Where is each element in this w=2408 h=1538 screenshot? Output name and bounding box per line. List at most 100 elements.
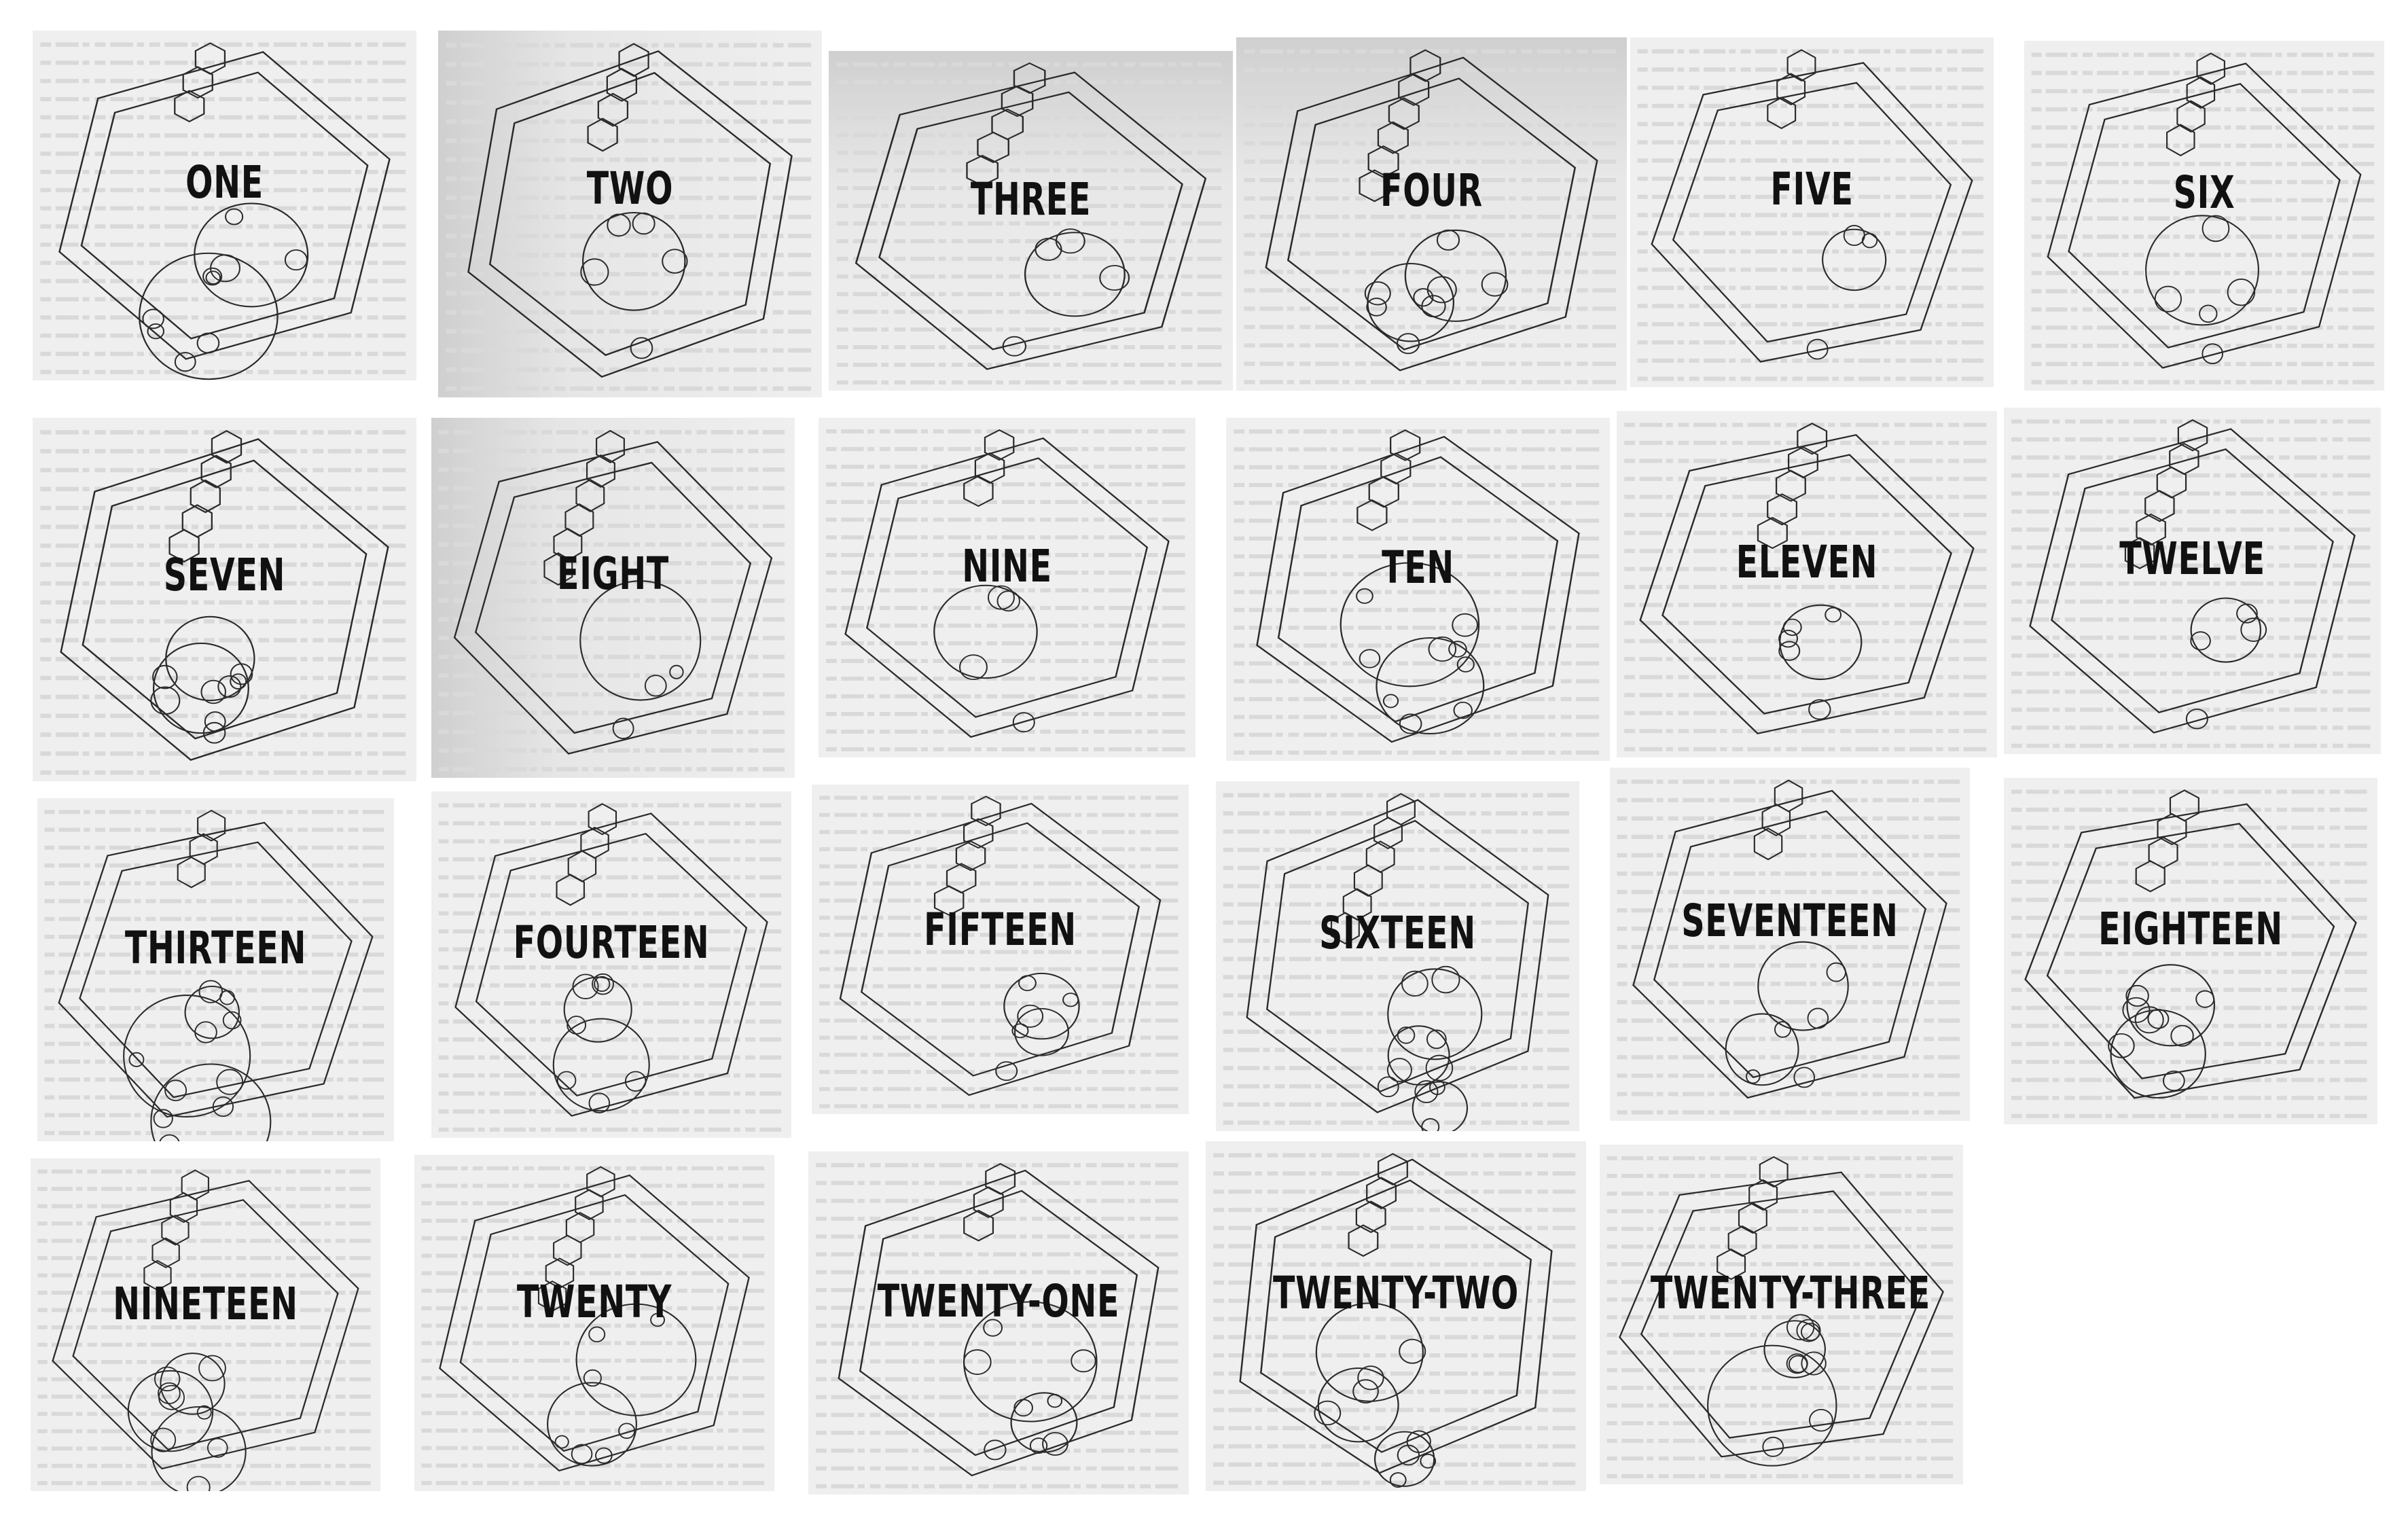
small-hexagon xyxy=(1755,828,1782,859)
small-circle xyxy=(589,1327,605,1342)
hexagon-chain xyxy=(1349,1154,1407,1256)
glyph-label: FIFTEEN xyxy=(865,904,1136,956)
small-hexagon xyxy=(1369,477,1399,507)
glyph-tile: THREE xyxy=(829,51,1233,391)
large-circle xyxy=(1375,1432,1434,1486)
glyph-label: FOUR xyxy=(1291,164,1573,217)
small-hexagon xyxy=(1797,423,1827,454)
glyph-label: TWENTY-THREE xyxy=(1651,1267,1912,1319)
glyph-label: NINE xyxy=(871,540,1143,592)
glyph-label: THIRTEEN xyxy=(88,922,344,974)
small-circle xyxy=(1452,614,1477,637)
large-circle xyxy=(2111,1010,2206,1098)
glyph-label: NINETEEN xyxy=(79,1278,331,1330)
large-circle xyxy=(151,1064,270,1141)
glyph-tile: NINETEEN xyxy=(31,1158,380,1491)
large-circle xyxy=(1015,1009,1068,1056)
small-hexagon xyxy=(576,480,604,512)
glyph-tile: THIRTEEN xyxy=(37,798,394,1141)
large-circle xyxy=(554,1019,649,1111)
glyph-tile: TEN xyxy=(1226,418,1610,761)
small-hexagon xyxy=(589,804,616,834)
hexagon-chain xyxy=(2167,54,2225,156)
glyph-label: TWENTY-ONE xyxy=(861,1275,1135,1327)
glyph-tile: NINE xyxy=(819,418,1196,757)
glyph-tile: EIGHT xyxy=(431,418,795,778)
small-hexagon xyxy=(596,431,624,463)
circle-cluster xyxy=(128,1353,246,1491)
small-circle xyxy=(1402,971,1428,996)
hexagon-chain xyxy=(557,804,616,905)
small-circle xyxy=(1801,1323,1820,1340)
glyph-tile: TWENTY-TWO xyxy=(1206,1141,1586,1491)
terminal-circle xyxy=(1763,1437,1783,1456)
small-circle xyxy=(556,1436,569,1448)
small-hexagon xyxy=(2167,125,2194,156)
small-circle xyxy=(1019,976,1036,990)
glyph-tile: EIGHTEEN xyxy=(2004,778,2377,1124)
background-text-lines xyxy=(1244,52,1619,382)
small-hexagon xyxy=(2197,54,2225,84)
glyph-label: TWO xyxy=(492,162,768,215)
small-circle xyxy=(1825,608,1841,622)
small-hexagon xyxy=(1788,50,1816,81)
small-circle xyxy=(1810,1410,1833,1431)
glyph-label: TWENTY-TWO xyxy=(1259,1267,1532,1319)
glyph-label: SEVENTEEN xyxy=(1660,895,1920,947)
small-circle xyxy=(1844,226,1865,245)
hexagon-chain xyxy=(2136,790,2199,891)
glyph-tile: TWENTY-ONE xyxy=(808,1151,1189,1495)
small-hexagon xyxy=(1356,1202,1386,1232)
small-circle xyxy=(662,249,687,273)
hexagon-chain xyxy=(1357,430,1420,530)
small-hexagon xyxy=(1767,494,1797,524)
small-circle xyxy=(1775,1022,1791,1037)
small-circle xyxy=(1454,702,1471,719)
glyph-label: SIX xyxy=(2074,166,2334,219)
glyph-label: TWENTY xyxy=(465,1276,724,1328)
glyph-tile: SEVENTEEN xyxy=(1610,768,1970,1121)
small-hexagon xyxy=(212,431,241,463)
small-circle xyxy=(1429,637,1456,661)
small-hexagon xyxy=(566,504,594,536)
small-hexagon xyxy=(2157,467,2186,498)
glyph-tile: ONE xyxy=(33,31,416,380)
small-hexagon xyxy=(2170,790,2199,821)
glyph-tile: FOURTEEN xyxy=(431,791,791,1138)
glyph-tile: FOUR xyxy=(1236,37,1627,391)
terminal-circle xyxy=(631,338,653,358)
small-hexagon xyxy=(182,1170,209,1200)
large-circle xyxy=(1376,638,1484,734)
small-circle xyxy=(1398,1027,1415,1043)
glyph-label: EIGHT xyxy=(482,548,744,600)
small-hexagon xyxy=(587,1167,614,1197)
small-circle xyxy=(645,675,666,696)
small-circle xyxy=(2171,1026,2193,1046)
small-circle xyxy=(1420,1454,1435,1468)
small-hexagon xyxy=(977,132,1008,162)
glyph-tile: SEVEN xyxy=(33,418,416,781)
small-circle xyxy=(285,250,307,270)
large-circle xyxy=(1025,232,1125,316)
large-circle xyxy=(934,586,1037,678)
small-circle xyxy=(1808,1008,1829,1028)
small-hexagon xyxy=(162,1215,188,1245)
large-circle xyxy=(1758,942,1848,1031)
glyph-label: TEN xyxy=(1280,541,1556,594)
glyph-tile: TWENTY xyxy=(414,1155,774,1491)
glyph-label: FIVE xyxy=(1681,163,1943,215)
glyph-label: SIXTEEN xyxy=(1267,907,1528,959)
hexagon-chain xyxy=(588,43,649,151)
glyph-label: ELEVEN xyxy=(1670,536,1943,588)
large-circle xyxy=(2191,598,2261,662)
small-circle xyxy=(960,655,987,679)
small-circle xyxy=(226,209,242,225)
small-hexagon xyxy=(985,430,1013,460)
terminal-circle xyxy=(1809,700,1830,719)
glyph-tile: SIX xyxy=(2024,41,2384,391)
small-hexagon xyxy=(1378,1154,1407,1185)
small-hexagon xyxy=(2178,420,2207,450)
glyph-tile: TWO xyxy=(438,31,822,397)
glyph-tile: TWELVE xyxy=(2004,408,2381,754)
